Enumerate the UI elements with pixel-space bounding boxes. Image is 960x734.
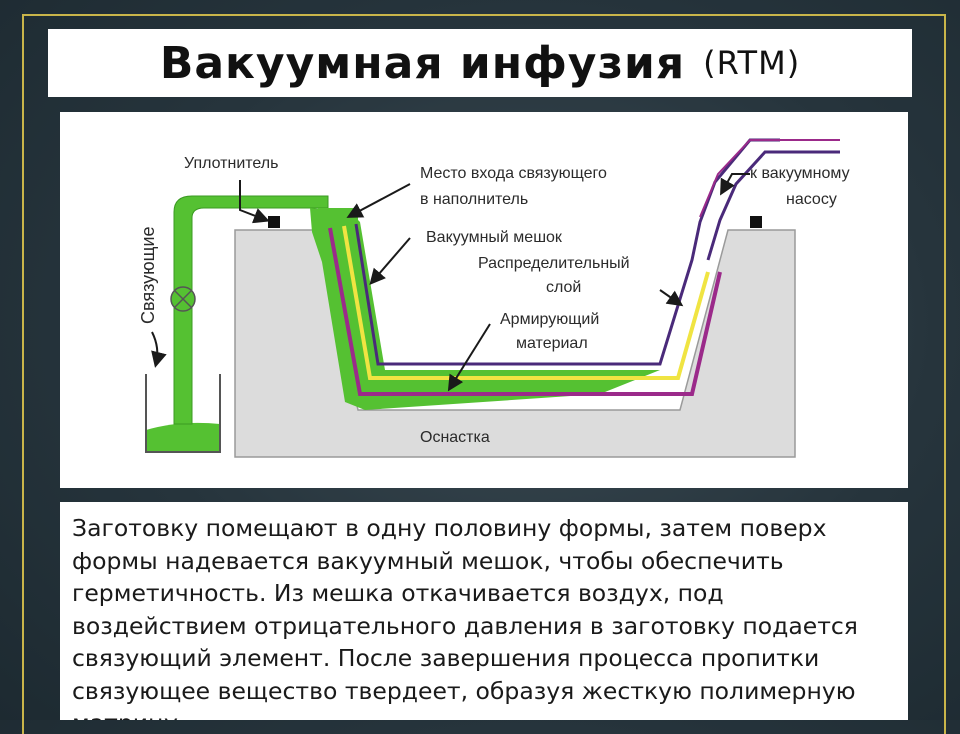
label-resin-inlet-1: Место входа связующего: [420, 165, 607, 182]
label-vacuum-pump-2: насосу: [786, 191, 837, 208]
label-reinforcement-2: материал: [516, 335, 588, 352]
description-box: Заготовку помещают в одну половину формы…: [60, 502, 908, 720]
label-resin-vertical: Связующие: [138, 226, 158, 324]
distribution-layer: [342, 225, 710, 380]
vacuum-line-outer: [706, 150, 840, 261]
title-box: Вакуумная инфузия (RTM): [48, 29, 912, 97]
diagram-canvas: Уплотнитель Место входа связующего в нап…: [138, 138, 850, 458]
resin-bucket: [145, 374, 221, 453]
valve-icon: [170, 286, 196, 312]
label-distribution-2: слой: [546, 279, 581, 296]
vacuum-line-inner: [699, 139, 840, 218]
label-vacuum-pump-1: к вакуумному: [750, 165, 850, 182]
leader-arrows: [151, 173, 750, 392]
label-sealant: Уплотнитель: [184, 155, 278, 172]
slide-frame: [22, 14, 946, 734]
vacuum-infusion-diagram: Уплотнитель Место входа связующего в нап…: [60, 112, 908, 488]
resin-bucket-fill: [146, 422, 220, 452]
label-vacuum-bag: Вакуумный мешок: [426, 229, 563, 246]
sealant-left: [268, 216, 280, 228]
label-reinforcement-1: Армирующий: [500, 311, 599, 328]
label-tooling: Оснастка: [420, 429, 490, 446]
sealant-right: [750, 216, 762, 228]
reinforcement-layer: [328, 227, 722, 396]
slide-title: Вакуумная инфузия: [159, 37, 686, 89]
label-resin-inlet-2: в наполнитель: [420, 191, 528, 208]
slide-title-abbreviation: (RTM): [703, 44, 801, 82]
label-distribution-1: Распределительный: [478, 255, 630, 272]
description-text: Заготовку помещают в одну половину формы…: [72, 514, 858, 720]
